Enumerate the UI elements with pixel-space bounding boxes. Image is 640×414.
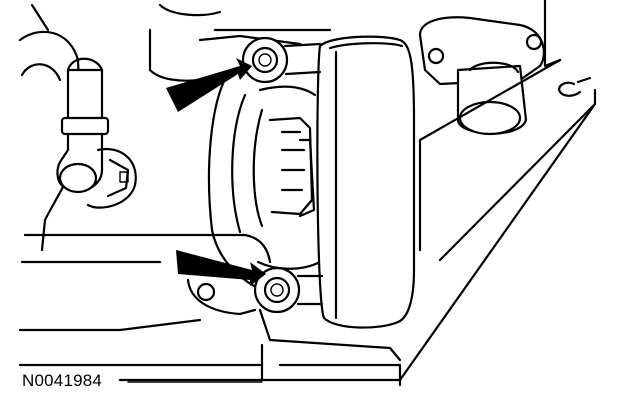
frame-lines	[398, 0, 597, 382]
figure-id-label: N0041984	[22, 371, 103, 390]
upper-bolt-arrow	[166, 58, 252, 112]
upper-caliper-bolt	[241, 36, 322, 84]
brake-rotor	[316, 35, 416, 329]
hub-assembly	[418, 16, 546, 136]
brake-hose-fitting	[56, 57, 137, 209]
lower-caliper-bolt	[186, 266, 324, 316]
brake-caliper	[207, 68, 322, 292]
lower-bolt-arrow	[176, 250, 266, 286]
